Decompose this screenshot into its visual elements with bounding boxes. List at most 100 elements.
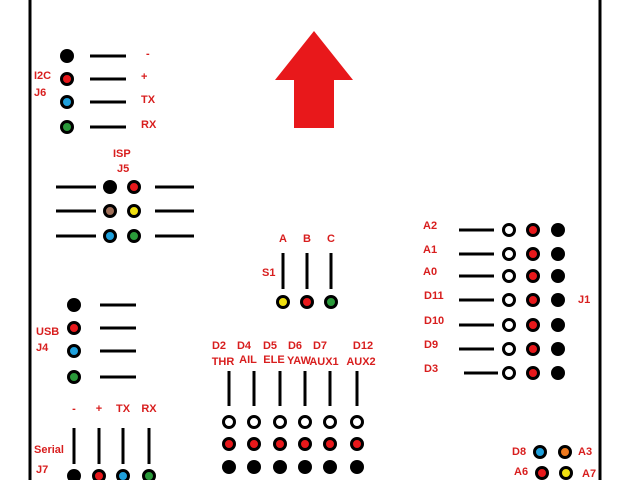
rx-power-pin-3 [298,437,312,451]
j7-pin-label-3: RX [141,403,157,415]
s1-id: S1 [262,267,275,279]
j1-signal-pin-4 [502,318,516,332]
j7-pin-2 [116,469,130,480]
j1-power-pin-4 [526,318,540,332]
j6-id: J6 [34,87,46,99]
j7-pin-label-1: + [96,403,102,415]
j4-pin-0 [67,298,81,312]
rx-signal-pin-5 [350,415,364,429]
j1-ground-pin-3 [551,293,565,307]
s1-pin-label-2: C [327,233,335,245]
analog-pin-label-3: A7 [582,468,596,480]
j6-pin-1 [60,72,74,86]
j4-pin-3 [67,370,81,384]
s1-pin-label-1: B [303,233,311,245]
j5-pin-1-0 [103,204,117,218]
rx-pin-label-5: D12 [353,340,373,352]
j1-ground-pin-2 [551,269,565,283]
rx-pin-label-0: D2 [212,340,226,352]
rx-signal-pin-1 [247,415,261,429]
rx-channel-label-2: ELE [263,354,284,366]
j5-pin-1-1 [127,204,141,218]
rx-power-pin-0 [222,437,236,451]
rx-ground-pin-0 [222,460,236,474]
j1-signal-pin-3 [502,293,516,307]
s1-pin-1 [300,295,314,309]
analog-pin-3 [559,466,573,480]
j1-signal-pin-6 [502,366,516,380]
j1-power-pin-1 [526,247,540,261]
j1-ground-pin-4 [551,318,565,332]
j1-signal-pin-2 [502,269,516,283]
rx-channel-label-3: YAW [287,355,312,367]
j1-pin-label-5: D9 [424,339,438,351]
rx-channel-label-4: AUX1 [309,356,338,368]
j1-ground-pin-6 [551,366,565,380]
j6-pin-label-2: TX [141,94,156,106]
j1-pin-label-4: D10 [424,315,444,327]
j1-id: J1 [578,294,590,306]
rx-pin-label-1: D4 [237,340,252,352]
s1-pin-0 [276,295,290,309]
s1-pin-label-0: A [279,233,287,245]
j1-signal-pin-1 [502,247,516,261]
rx-power-pin-4 [323,437,337,451]
j6-pin-0 [60,49,74,63]
j6-pin-3 [60,120,74,134]
j4-pin-2 [67,344,81,358]
j7-pin-label-2: TX [116,403,131,415]
analog-pin-label-1: A3 [578,446,592,458]
analog-pin-label-0: D8 [512,446,526,458]
j5-pin-0-1 [127,180,141,194]
j1-pin-label-3: D11 [424,290,444,302]
j1-pin-label-0: A2 [423,220,437,232]
rx-pin-label-4: D7 [313,340,327,352]
rx-signal-pin-3 [298,415,312,429]
analog-pin-0 [533,445,547,459]
rx-pin-label-2: D5 [263,340,277,352]
j4-id: J4 [36,342,49,354]
s1-pin-2 [324,295,338,309]
analog-pin-1 [558,445,572,459]
j1-ground-pin-1 [551,247,565,261]
j5-pin-2-1 [127,229,141,243]
j5-pin-2-0 [103,229,117,243]
rx-ground-pin-4 [323,460,337,474]
analog-pin-2 [535,466,549,480]
rx-ground-pin-1 [247,460,261,474]
up-arrow-icon [275,31,353,128]
j1-power-pin-6 [526,366,540,380]
rx-signal-pin-0 [222,415,236,429]
j1-power-pin-5 [526,342,540,356]
rx-channel-label-1: AIL [239,354,257,366]
rx-ground-pin-5 [350,460,364,474]
rx-channel-label-5: AUX2 [346,356,375,368]
j7-pin-1 [92,469,106,480]
j1-power-pin-3 [526,293,540,307]
j1-ground-pin-5 [551,342,565,356]
j5-name: ISP [113,148,131,160]
rx-power-pin-2 [273,437,287,451]
rx-power-pin-1 [247,437,261,451]
j5-pin-0-0 [103,180,117,194]
j7-pin-3 [142,469,156,480]
j6-pin-2 [60,95,74,109]
j1-power-pin-0 [526,223,540,237]
j4-name: USB [36,326,59,338]
rx-signal-pin-4 [323,415,337,429]
j6-pin-label-3: RX [141,119,157,131]
j1-signal-pin-0 [502,223,516,237]
j1-pin-label-1: A1 [423,244,437,256]
analog-pin-label-2: A6 [514,466,528,478]
j7-id: J7 [36,464,48,476]
j1-signal-pin-5 [502,342,516,356]
j7-pin-label-0: - [72,403,76,415]
rx-ground-pin-3 [298,460,312,474]
rx-power-pin-5 [350,437,364,451]
rx-ground-pin-2 [273,460,287,474]
j1-pin-label-6: D3 [424,363,438,375]
j7-name: Serial [34,444,64,456]
